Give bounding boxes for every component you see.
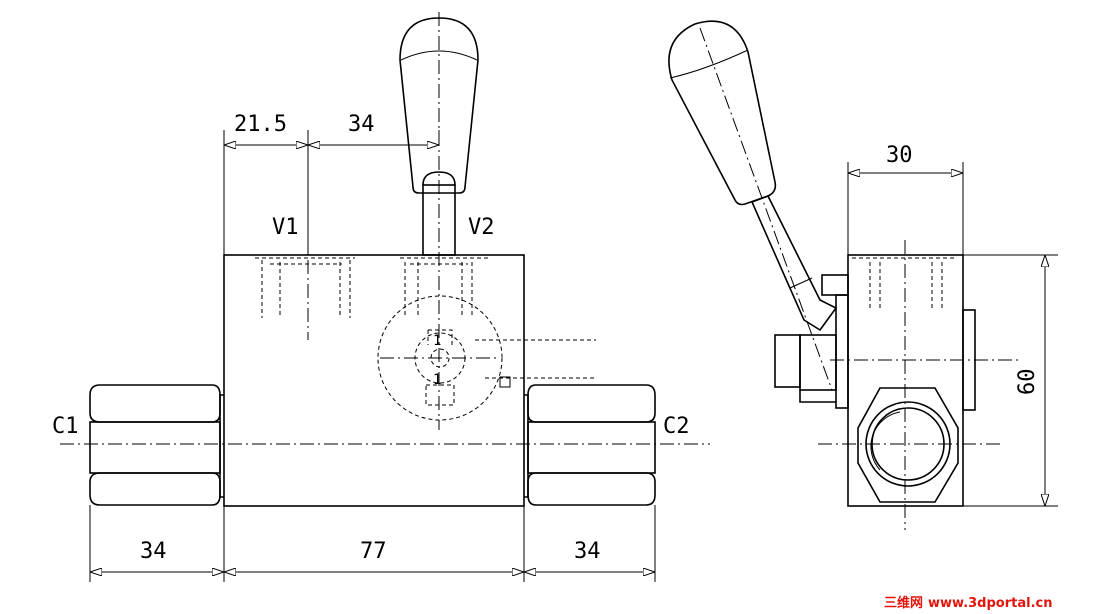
side-port	[857, 387, 959, 503]
watermark-cn: 三维网	[884, 595, 923, 611]
dim-30: 30	[886, 143, 913, 168]
port-label-c1: C1	[52, 414, 79, 439]
front-view: 1 1 21.5 34 34 77 34 V1 V2 C1 C2	[52, 12, 710, 582]
left-fitting	[89, 384, 224, 506]
inner-mark-top: 1	[433, 333, 441, 349]
valve-body	[223, 254, 525, 507]
watermark: 三维网 www.3dportal.cn	[884, 595, 1052, 611]
dim-34-top: 34	[348, 112, 375, 137]
dim-21-5: 21.5	[234, 112, 287, 137]
inner-mark-bottom: 1	[433, 372, 441, 388]
hidden-ports	[255, 257, 596, 421]
side-handle	[668, 20, 838, 391]
dim-60: 60	[1015, 369, 1040, 396]
side-view: 30 60	[668, 20, 1058, 530]
dim-34-left: 34	[140, 539, 167, 564]
dim-34-right: 34	[574, 539, 601, 564]
right-fitting	[524, 384, 656, 506]
port-label-v1: V1	[272, 215, 299, 240]
port-label-c2: C2	[663, 414, 690, 439]
port-label-v2: V2	[468, 215, 495, 240]
dim-77: 77	[360, 539, 387, 564]
watermark-url: www.3dportal.cn	[928, 596, 1052, 611]
